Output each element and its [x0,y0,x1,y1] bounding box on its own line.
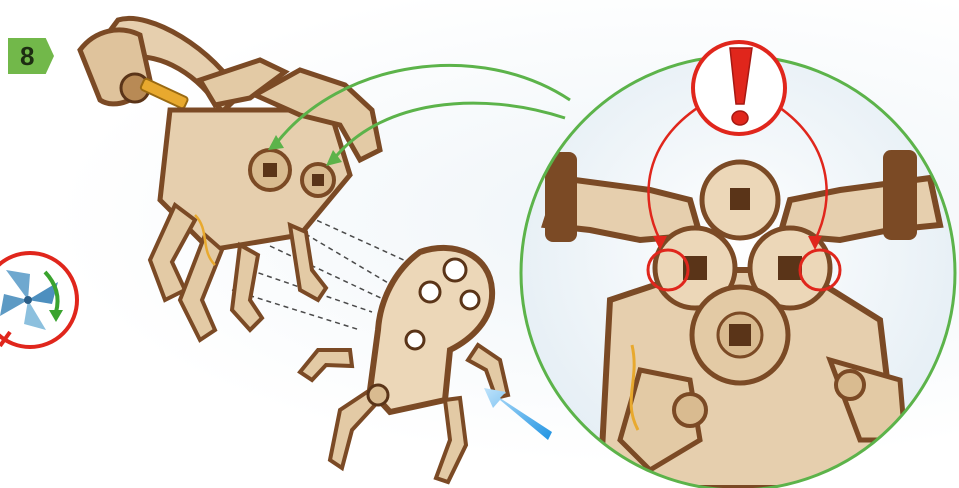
pinwheel-rotate-icon [0,253,77,347]
scorpion-body-assembly [80,18,380,340]
insert-direction-arrow-icon [484,388,552,440]
scorpion-underbody-plate [300,248,508,482]
